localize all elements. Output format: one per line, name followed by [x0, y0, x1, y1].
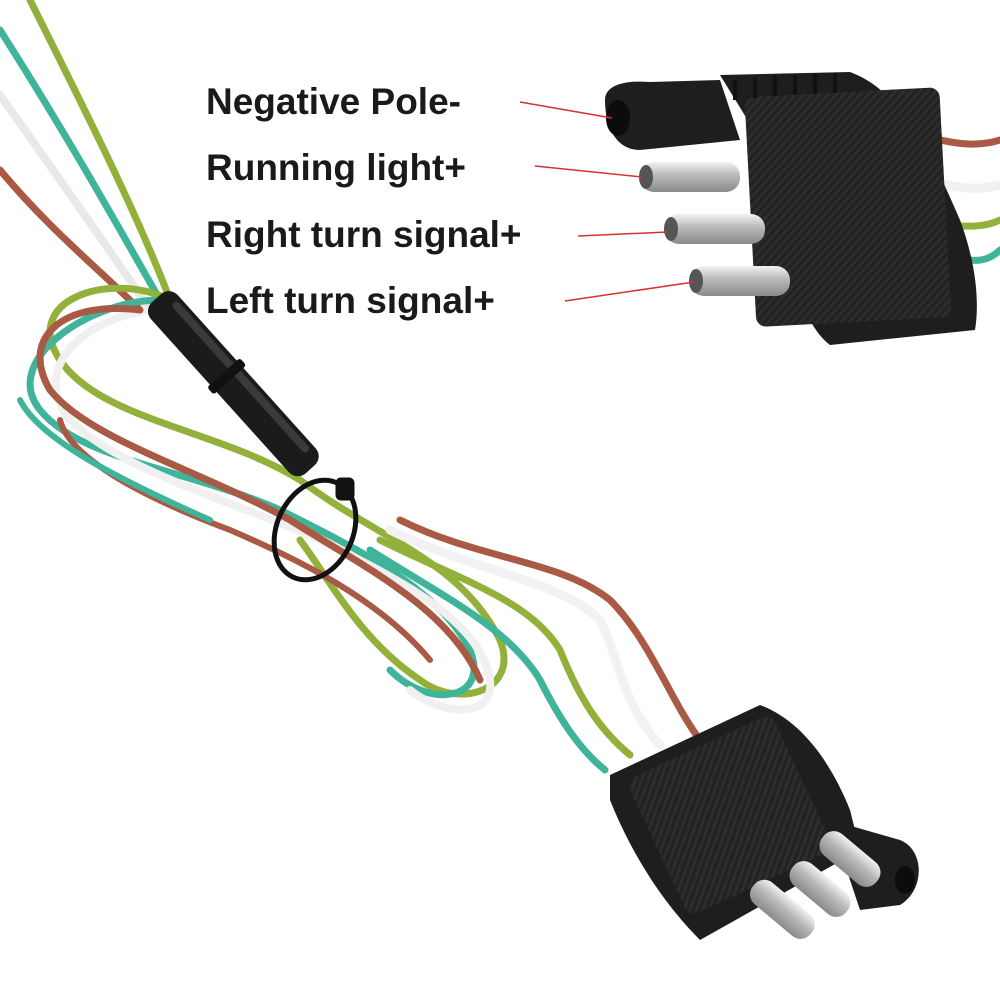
four-pin-flat-connector-icon: [605, 72, 977, 345]
wire-loop-brown: [36, 305, 484, 684]
cable-tie-icon: [271, 477, 359, 583]
leader-right-turn: [577, 231, 669, 237]
pin-bottom-1: [819, 831, 881, 887]
label-running-light: Running light+: [206, 147, 466, 188]
label-negative-pole: Negative Pole-: [206, 81, 461, 122]
leader-negative-pole: [519, 101, 613, 119]
wire-lead-white: [385, 525, 665, 750]
label-right-turn-signal: Right turn signal+: [206, 214, 522, 255]
four-pin-flat-connector-icon: [610, 705, 919, 940]
wire-teal: [0, 26, 164, 304]
pin-bottom-2: [789, 861, 851, 917]
leader-left-turn: [564, 281, 695, 302]
wire-loop-white: [51, 306, 495, 714]
wire-right-teal: [966, 246, 1000, 264]
wire-bundle: [0, 0, 1000, 774]
pin-bottom-3: [749, 879, 815, 939]
label-left-turn-signal: Left turn signal+: [206, 280, 495, 321]
pin-left-turn: [689, 266, 790, 296]
wire-lead-teal: [366, 546, 609, 774]
wire-lead-brown: [396, 516, 704, 744]
pin-right-turn: [664, 214, 765, 244]
wire-green: [26, 0, 174, 304]
wire-loop-outer-teal: [17, 397, 213, 523]
leader-lines: [519, 101, 695, 302]
wire-brown: [0, 166, 144, 314]
wire-loop-green: [46, 284, 508, 698]
inline-fuse-holder-icon: [147, 291, 319, 477]
leader-running-light: [534, 165, 643, 178]
wire-lead-green: [376, 536, 634, 759]
pin-running-light: [639, 162, 740, 192]
